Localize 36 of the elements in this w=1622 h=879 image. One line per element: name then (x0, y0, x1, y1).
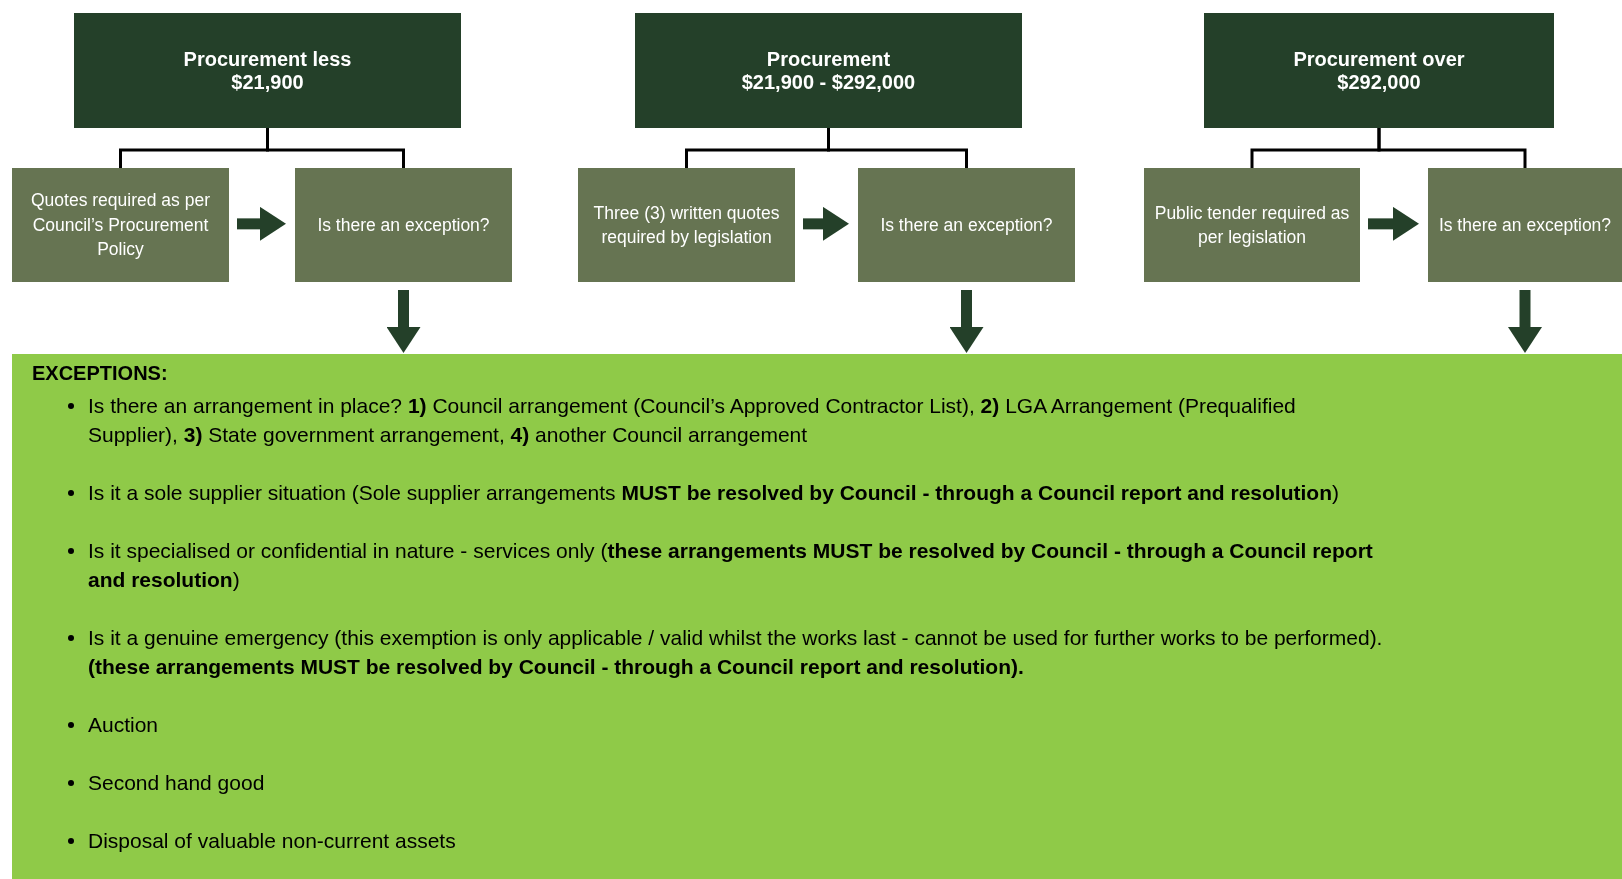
bullet-item: Is it a genuine emergency (this exemption is only applicable / valid whilst the works last - cannot be used for further works to be performed). (these arrangements MUST be resolved by Council - through a Council report and resolution). (88, 625, 1384, 680)
process-box (1144, 168, 1360, 282)
bracket-connector (827, 128, 968, 168)
heading-box (635, 13, 1022, 128)
bullet-item: Second hand good (88, 770, 265, 796)
block-arrow (386, 290, 421, 353)
block-arrow (1508, 290, 1542, 353)
heading-box (1204, 13, 1554, 128)
exceptions-panel (12, 354, 1622, 879)
bullet-item: Is there an arrangement in place? 1) Council arrangement (Council’s Approved Contractor List), 2) LGA Arrangement (Prequalified Supplier), 3) State government arrangement, 4) another Council arrangement (88, 393, 1297, 448)
bullet-item: Auction (88, 712, 159, 738)
process-box (12, 168, 229, 282)
bracket-connector (266, 128, 405, 168)
process-box (1428, 168, 1622, 282)
heading-text: Procurement less $21,900 (182, 47, 353, 94)
step-text: Is there an exception? (880, 213, 1053, 237)
process-box (295, 168, 512, 282)
heading-text: Procurement $21,900 - $292,000 (740, 47, 917, 94)
step-text: Three (3) written quotes required by legislation (592, 201, 781, 249)
bullet-item: Is it a sole supplier situation (Sole supplier arrangements MUST be resolved by Council - through a Council report and resolution) (88, 480, 1339, 506)
process-box (858, 168, 1075, 282)
bracket-connector (1377, 128, 1527, 168)
process-box (578, 168, 795, 282)
step-text: Public tender required as per legislation (1153, 201, 1351, 249)
section-heading: EXCEPTIONS: (32, 362, 168, 385)
block-arrow (949, 290, 984, 353)
block-arrow (237, 206, 286, 241)
step-text: Quotes required as per Council’s Procurement Policy (30, 189, 211, 262)
heading-box (74, 13, 461, 128)
heading-text: Procurement over $292,000 (1292, 47, 1466, 94)
block-arrow (803, 206, 849, 241)
bullet-item: Disposal of valuable non-current assets (88, 828, 456, 854)
step-text: Is there an exception? (1438, 213, 1612, 237)
bullet-item: Is it specialised or confidential in nature - services only (these arrangements MUST be resolved by Council - through a Council report and resolution) (88, 538, 1374, 593)
step-text: Is there an exception? (317, 213, 490, 237)
block-arrow (1368, 206, 1419, 241)
